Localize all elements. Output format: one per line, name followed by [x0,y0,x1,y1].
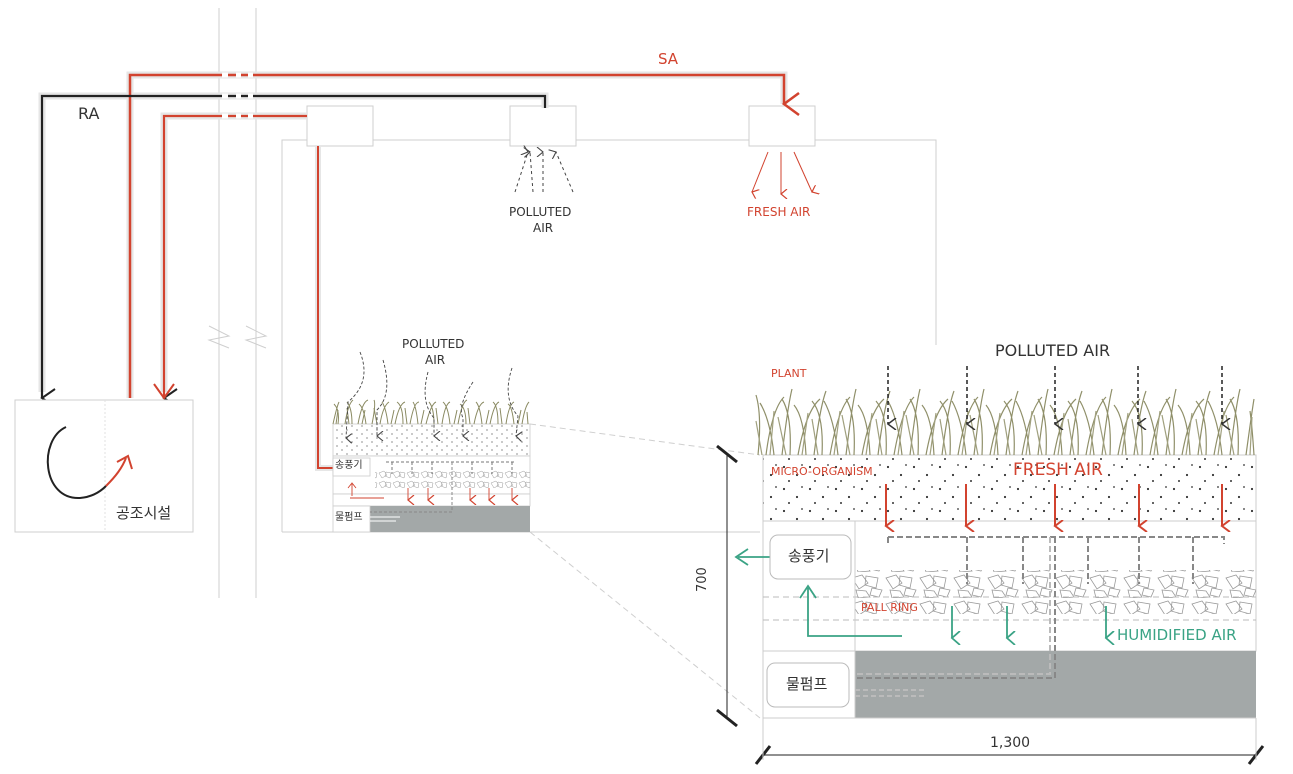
ahu-unit [14,399,194,533]
pall-ring-label: PALL RING [861,601,918,614]
dim-height-label: 700 [695,567,710,592]
grass [755,388,1255,456]
detail-section [716,366,1265,765]
return-supply-line [162,114,307,408]
plant-label: PLANT [771,367,807,380]
pump-label: 물펌프 [786,675,828,693]
polluted-air-top-line2: AIR [533,221,554,235]
small-module [332,351,531,533]
small-grass [332,399,530,425]
humidified-air-label: HUMIDIFIED AIR [1117,626,1237,644]
micro-organism-label: MICRO-ORGANISM [771,465,873,478]
ahu-unit-label: 공조시설 [116,504,172,522]
fan-rotation-icon [46,426,107,500]
polluted-air-arrows [888,366,1222,424]
duct-box-2 [509,105,577,147]
fresh-air-top-label: FRESH AIR [747,205,811,219]
dim-width-label: 1,300 [990,735,1031,751]
duct-box-3 [748,105,816,147]
ra-label: RA [78,104,100,123]
blower-label: 송풍기 [788,547,830,565]
shaft-lines [207,8,268,598]
dimension-lines [716,444,1265,765]
water-pipes [855,536,1225,697]
pump-small-label: 물펌프 [335,512,363,523]
fresh-air-detail-label: FRESH AIR [1013,460,1103,480]
fresh-air-outlet-arrows [752,151,812,194]
return-air-line [40,94,547,408]
polluted-air-mid-line2: AIR [425,353,446,367]
break-symbol-icon [207,325,231,349]
polluted-air-mid-line1: POLLUTED [402,337,465,351]
duct-box-1 [306,105,374,147]
supply-air-line [128,73,800,398]
blower-box [769,534,852,580]
polluted-air-detail-label: POLLUTED AIR [995,341,1111,360]
sa-label: SA [658,50,679,68]
pump-box [766,662,850,708]
duct-to-module [315,146,333,471]
room-outline [281,139,937,532]
humidified-air-arrows [734,548,1106,638]
blower-small-label: 송풍기 [335,460,363,471]
polluted-air-top-line1: POLLUTED [509,205,572,219]
fresh-air-arrows [886,484,1222,526]
polluted-air-intake-arrows [514,152,574,193]
